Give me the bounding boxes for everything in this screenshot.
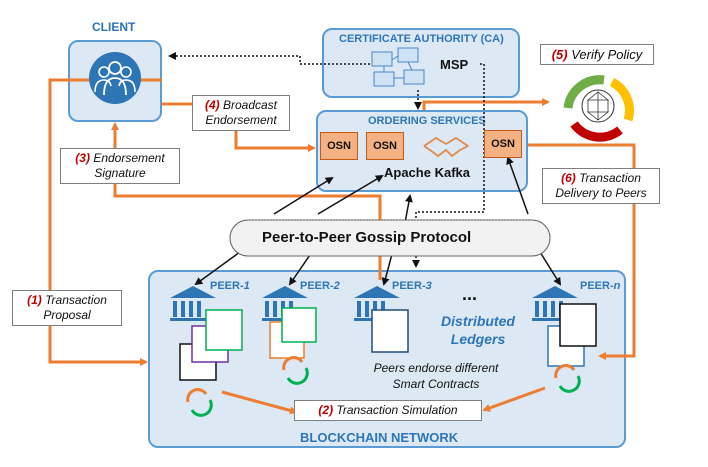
- step-4-callout: (4) Broadcast Endorsement: [192, 95, 290, 131]
- arrow-peer1: [194, 251, 241, 286]
- distributed-ledgers-label: Distributed Ledgers: [441, 313, 515, 347]
- flow-verify: [422, 98, 550, 110]
- ca-title: CERTIFICATE AUTHORITY (CA): [339, 33, 504, 45]
- endorse-note: Peers endorse different Smart Contracts: [373, 361, 499, 391]
- osn-node-2: OSN: [366, 132, 404, 160]
- client-title: CLIENT: [92, 20, 136, 34]
- step-6-callout: (6) Transaction Delivery to Peers: [542, 168, 660, 204]
- arrow-peer2: [288, 251, 313, 286]
- ledger-scroll-icon: [179, 303, 597, 381]
- arrow-osn-right: [506, 156, 529, 215]
- gossip-arrows: [194, 156, 562, 286]
- network-computers-icon: [371, 47, 425, 87]
- peer-2-label: PEER-2: [300, 280, 340, 292]
- ca-panel: [322, 28, 520, 98]
- flow-sim-left: [221, 390, 298, 415]
- gossip-bar: [229, 219, 551, 257]
- flow-delivery: [528, 143, 636, 360]
- peer-n-label: PEER-n: [580, 280, 621, 292]
- peer-3-label: PEER-3: [392, 280, 432, 292]
- step-5-callout: (5) Verify Policy: [540, 44, 654, 65]
- arrow-peer3: [381, 253, 393, 286]
- kafka-label: Apache Kafka: [384, 165, 470, 180]
- blockchain-cycle-icon: [563, 75, 634, 142]
- network-title: BLOCKCHAIN NETWORK: [300, 430, 459, 445]
- users-icon: [89, 52, 141, 104]
- bank-icon-peer1: [170, 286, 216, 321]
- osn-node-1: OSN: [320, 132, 358, 160]
- arrow-osn-left: [273, 176, 334, 215]
- flow-sim-right: [482, 386, 546, 412]
- step-3-callout: (3) Endorsement Signature: [60, 148, 180, 184]
- arrow-peern: [539, 251, 562, 286]
- osn-node-3: OSN: [484, 130, 522, 158]
- step-1-callout: (1) Transaction Proposal: [12, 290, 122, 326]
- peer-1-label: PEER-1: [210, 280, 250, 292]
- refresh-arrows-icon: [186, 356, 581, 417]
- dotted-ca-client: [168, 52, 370, 65]
- msp-label: MSP: [440, 57, 469, 72]
- ordering-title: ORDERING SERVICES: [368, 115, 486, 127]
- gossip-label: Peer-to-Peer Gossip Protocol: [262, 229, 472, 246]
- step-2-callout: (2) Transaction Simulation: [294, 400, 482, 421]
- handshake-icon: [423, 136, 469, 158]
- bank-icon: [170, 286, 578, 321]
- peer-ellipsis: ...: [462, 284, 478, 304]
- arrow-osn-mid: [317, 174, 384, 215]
